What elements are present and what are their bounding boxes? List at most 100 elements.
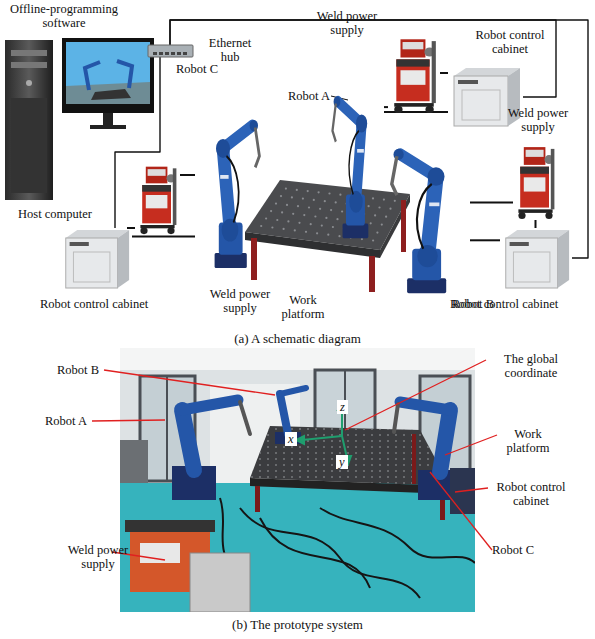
power-supply-illustration: [513, 140, 558, 220]
platform-illustration-part: [285, 188, 287, 190]
platform-illustration: [245, 172, 410, 292]
computer-illustration-part: [5, 40, 53, 200]
robot-photo-part: [240, 402, 250, 434]
platform-illustration-part: [324, 200, 326, 202]
computer-illustration-part: [85, 62, 100, 90]
leader-line-part: [455, 488, 488, 492]
coordinate-axes-part: [302, 436, 342, 440]
control-cabinet: Robot control cabinet: [500, 228, 572, 290]
coordinate-axes-part: [296, 436, 304, 444]
platform-illustration-part: [275, 203, 277, 205]
leader-line-part: [345, 360, 486, 430]
part-label: Robot C: [492, 543, 534, 557]
robot-photo-part: [280, 394, 288, 434]
robot-photo-part: [182, 410, 194, 470]
robot-photo-part: [182, 400, 238, 410]
platform-illustration-part: [374, 214, 376, 216]
platform-illustration-part: [336, 218, 338, 220]
power-supply-illustration-part: [526, 150, 544, 157]
platform-illustration-part: [287, 220, 289, 222]
computer-illustration-part: [26, 80, 32, 86]
robot-illustration-part-part: [222, 219, 239, 242]
platform-illustration-part: [381, 224, 383, 226]
cable-connector: [180, 174, 195, 176]
platform-illustration-part: [297, 205, 299, 207]
platform-illustration-part: [291, 196, 293, 198]
platform-illustration-part: [308, 206, 310, 208]
cabinet-illustration-part: [558, 230, 570, 288]
platform-illustration-part: [292, 213, 294, 215]
power-supply-illustration-part: [400, 39, 425, 57]
power-supply-illustration-part: [545, 212, 552, 219]
weld-power-supply: Weld power supply: [388, 32, 440, 114]
platform-illustration-part: [338, 235, 340, 237]
platform-illustration-part: [302, 198, 304, 200]
axis-label: z: [337, 400, 348, 414]
robot-illustration-part-part: [417, 184, 432, 249]
node-label: Weld power supply: [312, 9, 382, 37]
part-label: Robot B: [57, 363, 99, 377]
computer-illustration-part: [103, 113, 113, 125]
node-label: Robot control cabinet: [40, 297, 148, 311]
hub-illustration-part: [183, 52, 187, 55]
platform-illustration-part: [346, 203, 348, 205]
robot-illustration-part-part: [349, 131, 359, 195]
platform-illustration-part: [372, 197, 374, 199]
platform-illustration-part: [270, 210, 272, 212]
robot-illustration-part-part: [332, 104, 335, 142]
platform-illustration-part: [319, 208, 321, 210]
prototype-photo-part: [120, 348, 475, 612]
node-label: Robot B: [452, 297, 494, 311]
platform-illustration-part: [305, 231, 307, 233]
platform-illustration-part: [245, 232, 380, 258]
cabinet-illustration-part: [506, 238, 558, 288]
robot-illustration-part-part: [220, 175, 228, 179]
axis-label: y: [336, 455, 348, 469]
platform-illustration-part: [339, 194, 341, 196]
power-supply-illustration-part: [551, 149, 555, 209]
power-supply-illustration: [135, 160, 180, 235]
robot-illustration-part-part: [407, 278, 446, 293]
power-supply-illustration-part: [394, 106, 402, 113]
cabinet-illustration: [500, 228, 572, 290]
robot-illustration-part-part: [429, 203, 439, 207]
computer-illustration-part: [11, 50, 47, 56]
power-supply-illustration-part: [142, 185, 171, 223]
cabinet-illustration-part: [458, 80, 478, 84]
hub-illustration-part: [165, 52, 169, 55]
robot-photo: [172, 388, 462, 500]
robot-illustration-part-part: [417, 245, 437, 267]
welding-robot: Robot A: [328, 58, 384, 240]
platform-illustration-part: [281, 211, 283, 213]
power-supply-illustration-part: [173, 168, 177, 225]
platform-illustration-part: [359, 221, 361, 223]
part-label: The global coordinate: [486, 352, 576, 380]
platform-illustration-part: [341, 210, 343, 212]
platform-illustration-part: [401, 200, 406, 252]
robot-photo-part: [440, 410, 450, 472]
power-supply-illustration-part: [167, 228, 174, 235]
cable-connector: [384, 111, 448, 113]
hub-illustration-part: [159, 52, 163, 55]
floor-cable: [220, 498, 475, 598]
computer-illustration-part: [117, 61, 132, 88]
hub-illustration-part: [153, 52, 157, 55]
platform-illustration-part: [276, 219, 278, 221]
computer-illustration-part: [90, 125, 126, 129]
platform-illustration-part: [385, 216, 387, 218]
robot-illustration-part-part: [216, 139, 230, 158]
power-supply-illustration-part: [520, 167, 549, 208]
ethernet-hub: Ethernet hub: [148, 45, 193, 57]
cable-connector: [440, 72, 448, 74]
robot-illustration-part: [392, 149, 446, 293]
robot-illustration-part-part: [428, 167, 445, 186]
robot-illustration-part-part: [357, 149, 364, 153]
window-part: [166, 376, 168, 481]
platform-illustration-part: [370, 222, 372, 224]
computer-illustration-part: [91, 89, 131, 100]
platform-illustration-part: [260, 225, 262, 227]
computer-illustration-part: [11, 62, 47, 68]
leader-line-part: [445, 435, 497, 455]
platform-illustration-part: [321, 225, 323, 227]
